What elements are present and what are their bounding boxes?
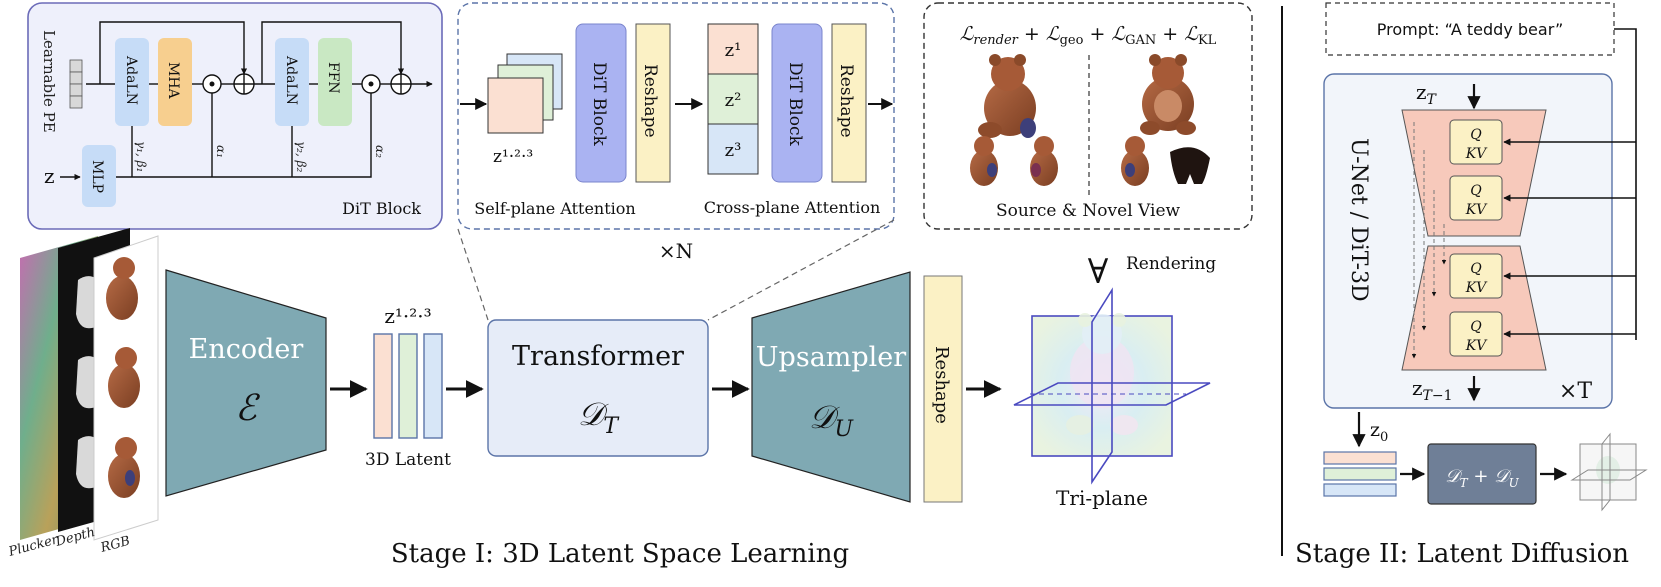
mha-box bbox=[158, 38, 192, 126]
cross-plane-label: Cross-plane Attention bbox=[704, 198, 881, 217]
z1-label: z¹ bbox=[725, 40, 742, 61]
encoder-block bbox=[165, 269, 327, 497]
triplane-label: Tri-plane bbox=[1056, 486, 1148, 510]
net-label: U-Net / DiT-3D bbox=[1346, 138, 1371, 302]
encoder-symbol: ℰ bbox=[235, 388, 260, 429]
adaln-2-box bbox=[275, 38, 309, 126]
z0-label: z0 bbox=[1370, 419, 1388, 445]
qkv-box-1: Q KV bbox=[1449, 119, 1503, 165]
reshape-block bbox=[923, 275, 963, 503]
learnable-pe-cubes bbox=[69, 59, 83, 109]
z3-label: z³ bbox=[725, 140, 742, 161]
qkv-2-q: Q bbox=[1470, 183, 1482, 199]
attention-input-label: z¹·²·³ bbox=[493, 147, 533, 167]
transformer-label: Transformer bbox=[512, 341, 684, 372]
decoder-label: 𝒟T + 𝒟U bbox=[1445, 466, 1519, 490]
qkv-4-q: Q bbox=[1470, 319, 1482, 335]
adaln-1-label: AdaLN bbox=[123, 55, 139, 105]
attention-panel: z¹·²·³ DiT Block Reshape z¹ z² z³ DiT Bl… bbox=[457, 2, 895, 230]
upsampler-label: Upsampler bbox=[756, 342, 906, 373]
rgb-bear-1 bbox=[106, 257, 138, 320]
z0-bar-3 bbox=[1323, 483, 1397, 497]
rgb-bear-2 bbox=[108, 347, 140, 408]
novel-bear-small-2 bbox=[1170, 147, 1210, 184]
stage1-caption: Stage I: 3D Latent Space Learning bbox=[391, 539, 849, 569]
z1-cell bbox=[707, 23, 759, 75]
stacked-planes-icon bbox=[487, 53, 563, 134]
dit-block-b-label: DiT Block bbox=[785, 62, 805, 146]
rendering-label: Rendering bbox=[1126, 254, 1216, 274]
encoder-label: Encoder bbox=[189, 334, 304, 365]
output-triplane-icon bbox=[1570, 432, 1648, 512]
repeat-t-label: ×T bbox=[1559, 379, 1592, 404]
upsampler-block bbox=[751, 271, 911, 503]
latent-bar-2 bbox=[398, 333, 418, 439]
repeat-n-label: ×N bbox=[659, 239, 693, 263]
prompt-box: Prompt: “A teddy bear” bbox=[1325, 2, 1615, 56]
qkv-box-2: Q KV bbox=[1449, 175, 1503, 221]
source-bear-large bbox=[978, 54, 1036, 138]
alpha-1-label: α₁ bbox=[214, 145, 228, 158]
qkv-4-kv: KV bbox=[1465, 338, 1488, 354]
gamma-beta-1-label: γ₁, β₁ bbox=[134, 141, 148, 172]
rendering-symbol: ∀ bbox=[1088, 252, 1109, 292]
prompt-label: Prompt: “A teddy bear” bbox=[1377, 20, 1563, 39]
qkv-1-kv: KV bbox=[1465, 146, 1488, 162]
qkv-box-4: Q KV bbox=[1449, 311, 1503, 357]
diffusion-panel: zT Q KV Q KV Q KV Q KV U-Net / DiT-3D bbox=[1323, 73, 1613, 409]
reshape-b-box bbox=[831, 23, 867, 183]
reshape-a-box bbox=[635, 23, 671, 183]
gamma-beta-2-label: γ₂, β₂ bbox=[294, 141, 308, 173]
dit-block-a-box bbox=[575, 23, 627, 183]
transformer-block bbox=[487, 319, 709, 457]
input-label-plucker: Plucker bbox=[6, 532, 60, 560]
mlp-box bbox=[82, 145, 116, 207]
input-image-stack bbox=[20, 228, 159, 541]
qkv-1-q: Q bbox=[1470, 127, 1482, 143]
source-bear-small-1 bbox=[970, 136, 998, 186]
z0-bar-1 bbox=[1323, 451, 1397, 465]
reshape-a-label: Reshape bbox=[640, 64, 660, 138]
reshape-label: Reshape bbox=[931, 346, 952, 424]
learnable-pe-label: Learnable PE bbox=[40, 30, 58, 133]
qkv-3-kv: KV bbox=[1465, 280, 1488, 296]
z2-cell bbox=[707, 73, 759, 125]
ffn-label: FFN bbox=[325, 62, 341, 94]
mlp-label: MLP bbox=[89, 160, 105, 193]
decoder-block bbox=[1427, 443, 1537, 505]
adaln-1-box bbox=[115, 38, 149, 126]
novel-bear-small-1 bbox=[1121, 136, 1149, 186]
loss-formula: ℒrender + ℒgeo + ℒGAN + ℒKL bbox=[960, 23, 1217, 48]
z2-label: z² bbox=[725, 90, 742, 111]
prompt-conditioning-lines bbox=[1503, 28, 1637, 340]
qkv-box-3: Q KV bbox=[1449, 253, 1503, 299]
stage2-caption: Stage II: Latent Diffusion bbox=[1295, 539, 1629, 569]
novel-bear-large bbox=[1140, 54, 1196, 135]
rgb-bear-3 bbox=[108, 437, 140, 498]
latent-bottom-label: 3D Latent bbox=[365, 450, 451, 470]
qkv-3-q: Q bbox=[1470, 261, 1482, 277]
dit-block-b-box bbox=[771, 23, 823, 183]
alpha-2-label: α₂ bbox=[373, 145, 387, 158]
loss-panel: ℒrender + ℒgeo + ℒGAN + ℒKL bbox=[923, 2, 1253, 230]
latent-bar-1 bbox=[373, 333, 393, 439]
dit-block-a-label: DiT Block bbox=[589, 62, 609, 146]
self-plane-label: Self-plane Attention bbox=[474, 199, 635, 218]
loss-caption: Source & Novel View bbox=[996, 201, 1181, 221]
source-bear-small-2 bbox=[1030, 136, 1058, 186]
adaln-2-label: AdaLN bbox=[283, 55, 299, 105]
latent-bar-3 bbox=[423, 333, 443, 439]
latent-top-label: z¹·²·³ bbox=[384, 304, 431, 328]
z0-bar-2 bbox=[1323, 467, 1397, 481]
ffn-box bbox=[318, 38, 352, 126]
reshape-b-label: Reshape bbox=[836, 64, 856, 138]
dit-block-title: DiT Block bbox=[342, 199, 421, 218]
triplane-visual bbox=[1013, 287, 1211, 485]
mha-label: MHA bbox=[165, 62, 181, 100]
z-input-label: z bbox=[44, 164, 55, 188]
z3-cell bbox=[707, 123, 759, 175]
qkv-2-kv: KV bbox=[1465, 202, 1488, 218]
dit-block-panel: Learnable PE AdaLN MHA AdaLN FFN z bbox=[27, 2, 443, 230]
